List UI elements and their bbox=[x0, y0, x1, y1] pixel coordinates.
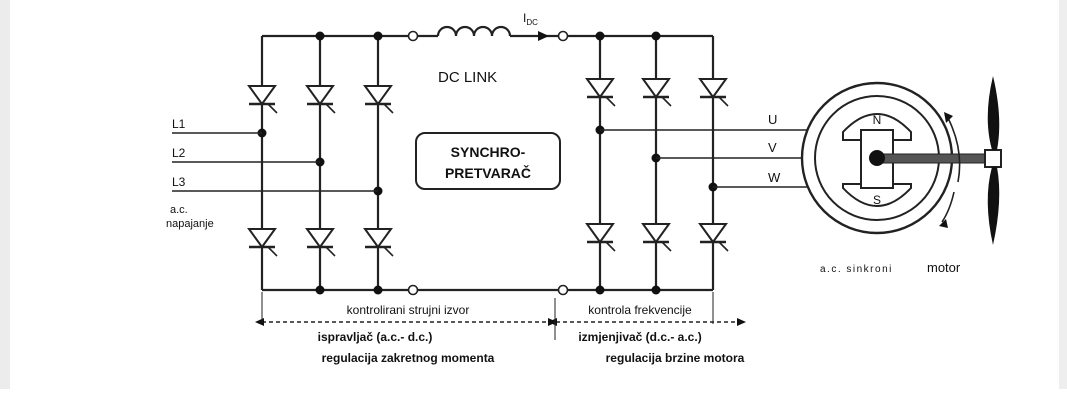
arrow-right-icon bbox=[737, 318, 746, 326]
arrow-left-icon bbox=[255, 318, 264, 326]
bottom-annotations: kontrolirani strujni izvor kontrola frek… bbox=[255, 292, 746, 365]
junction-dot bbox=[651, 31, 661, 41]
current-arrow bbox=[538, 31, 549, 41]
right-border bbox=[1059, 0, 1067, 389]
motor-shaft bbox=[876, 153, 986, 164]
thyristor-upper-w bbox=[698, 70, 730, 108]
label-motor-word: motor bbox=[927, 260, 961, 275]
junction-dot bbox=[315, 285, 325, 295]
label-l1: L1 bbox=[172, 117, 186, 131]
thyristor-upper-v bbox=[641, 70, 673, 108]
rotation-arrow-icon bbox=[939, 219, 948, 228]
inverter-bridge: U V W bbox=[585, 31, 815, 295]
label-left-section: kontrolirani strujni izvor bbox=[347, 303, 470, 317]
label-l3: L3 bbox=[172, 175, 186, 189]
left-border bbox=[0, 0, 10, 389]
arrow-right-icon bbox=[548, 318, 557, 326]
thyristor-lower-2 bbox=[305, 220, 337, 258]
terminal-circle bbox=[557, 284, 569, 296]
pole-south bbox=[842, 183, 912, 207]
rotation-arrow-icon bbox=[944, 112, 953, 123]
label-left-function: ispravljač (a.c.- d.c.) bbox=[318, 330, 433, 344]
rotation-arc bbox=[947, 117, 961, 183]
junction-dot bbox=[595, 285, 605, 295]
label-supply-line2: napajanje bbox=[166, 218, 214, 230]
terminal-circle bbox=[407, 284, 419, 296]
label-right-function: izmjenjivač (d.c.- a.c.) bbox=[578, 330, 701, 344]
synchro-converter-box: SYNCHRO- PRETVARAČ bbox=[415, 132, 561, 190]
label-pole-s: S bbox=[873, 193, 881, 207]
label-right-regulation: regulacija brzine motora bbox=[606, 351, 745, 365]
label-pole-n: N bbox=[873, 113, 882, 127]
thyristor-lower-3 bbox=[363, 220, 395, 258]
terminal-circle bbox=[557, 30, 569, 42]
dc-link: IDC DC LINK bbox=[407, 11, 600, 296]
junction-dot bbox=[373, 31, 383, 41]
junction-dot bbox=[373, 285, 383, 295]
thyristor-upper-u bbox=[585, 70, 617, 108]
label-phase-v: V bbox=[768, 140, 777, 155]
thyristor-upper-3 bbox=[363, 77, 395, 115]
junction-dot bbox=[595, 31, 605, 41]
label-l2: L2 bbox=[172, 146, 186, 160]
propeller-blade-top bbox=[987, 76, 1000, 150]
label-left-regulation: regulacija zakretnog momenta bbox=[322, 351, 495, 365]
propeller-blade-bottom bbox=[987, 167, 1000, 245]
label-motor-caption: a.c. sinkroni bbox=[820, 264, 893, 275]
junction-dot bbox=[651, 285, 661, 295]
label-current: IDC bbox=[523, 11, 538, 27]
synchronous-motor: N S a.c. sinkroni motor bbox=[800, 76, 1002, 275]
synchro-label-line2: PRETVARAČ bbox=[445, 164, 531, 181]
label-right-section: kontrola frekvencije bbox=[588, 303, 692, 317]
thyristor-upper-1 bbox=[247, 77, 279, 115]
label-supply-line1: a.c. bbox=[170, 204, 188, 216]
thyristor-lower-w bbox=[698, 215, 730, 253]
label-phase-w: W bbox=[768, 170, 781, 185]
junction-dot bbox=[315, 31, 325, 41]
thyristor-lower-v bbox=[641, 215, 673, 253]
dc-link-inductor bbox=[436, 25, 512, 37]
terminal-circle bbox=[407, 30, 419, 42]
ac-input-lines: L1 L2 L3 a.c. napajanje bbox=[166, 117, 378, 230]
label-phase-u: U bbox=[768, 112, 777, 127]
rectifier-bridge bbox=[247, 31, 413, 295]
synchro-label-line1: SYNCHRO- bbox=[451, 144, 526, 160]
thyristor-lower-u bbox=[585, 215, 617, 253]
shaft-center bbox=[869, 150, 885, 166]
shaft-hub bbox=[984, 149, 1002, 168]
label-dc-link: DC LINK bbox=[438, 69, 497, 86]
thyristor-lower-1 bbox=[247, 220, 279, 258]
thyristor-upper-2 bbox=[305, 77, 337, 115]
